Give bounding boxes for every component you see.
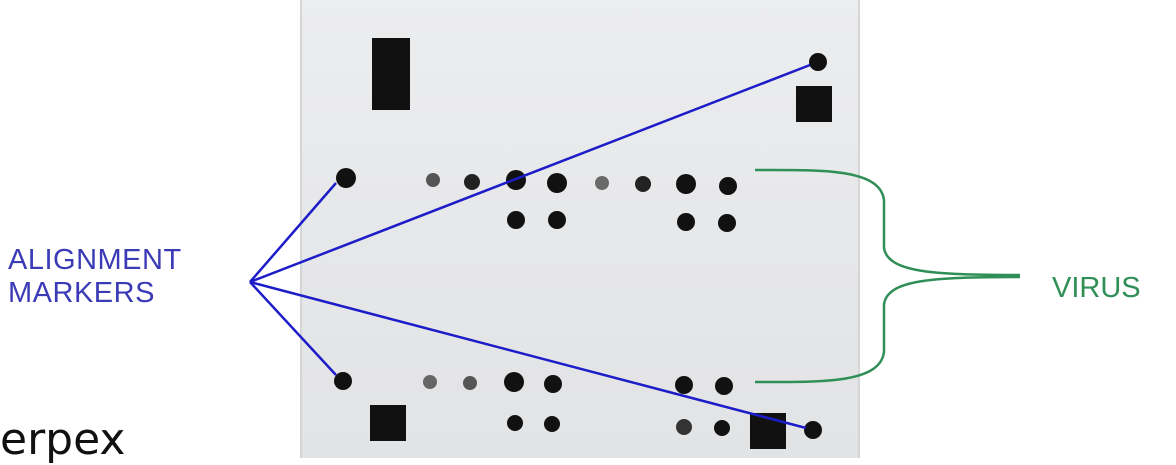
virus-bracket xyxy=(754,168,1021,384)
spot xyxy=(544,375,562,393)
spot xyxy=(507,415,523,431)
alignment-spot-mid-left xyxy=(336,168,356,188)
spot xyxy=(635,176,651,192)
spot xyxy=(423,375,437,389)
spot xyxy=(544,416,560,432)
spot xyxy=(675,376,693,394)
square-marker-bottom-left xyxy=(370,405,406,441)
leader-line xyxy=(249,281,337,376)
spot xyxy=(426,173,440,187)
spot xyxy=(464,174,480,190)
spot xyxy=(676,174,696,194)
spot xyxy=(676,419,692,435)
alignment-spot-bottom-right xyxy=(804,421,822,439)
alignment-leader-lines xyxy=(249,63,811,430)
spot xyxy=(595,176,609,190)
alignment-spot-bottom-left xyxy=(334,372,352,390)
spot xyxy=(507,211,525,229)
spot xyxy=(548,211,566,229)
spot xyxy=(718,214,736,232)
alignment-spot-top-right xyxy=(809,53,827,71)
virus-label: VIRUS xyxy=(1052,272,1141,304)
leader-line xyxy=(249,63,811,284)
leader-line xyxy=(249,182,337,283)
spot xyxy=(463,376,477,390)
square-marker-top-right xyxy=(796,86,832,122)
leader-line xyxy=(249,280,807,430)
spot xyxy=(547,173,567,193)
rect-marker-top-left xyxy=(372,38,410,110)
alignment-label-line2: MARKERS xyxy=(8,277,155,309)
spot xyxy=(504,372,524,392)
alignment-label-line1: ALIGNMENT xyxy=(8,244,182,276)
alignment-markers-label: ALIGNMENT MARKERS xyxy=(8,244,182,310)
spot xyxy=(715,377,733,395)
spot xyxy=(677,213,695,231)
spot xyxy=(719,177,737,195)
spot xyxy=(714,420,730,436)
cropped-caption-text: erpex xyxy=(0,414,126,465)
